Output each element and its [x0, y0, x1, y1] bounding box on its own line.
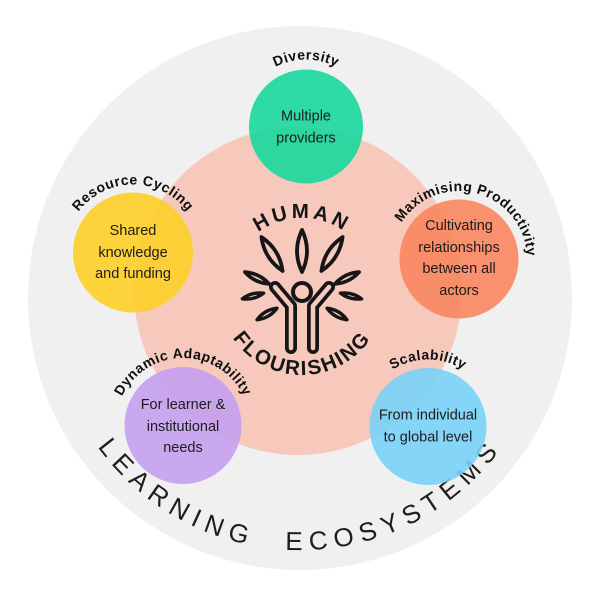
tree-leaves — [240, 228, 364, 322]
leaf — [333, 270, 361, 286]
person-left-arm-inner — [272, 284, 294, 351]
leaf — [243, 270, 271, 286]
leaf — [325, 306, 349, 322]
leaf — [259, 235, 285, 273]
tree-person-icon — [240, 228, 364, 354]
person-right-arm-inner — [310, 284, 332, 351]
circle-resource-cycling — [73, 192, 193, 313]
leaf — [240, 291, 266, 301]
text-diversity: Multiple providers — [276, 108, 336, 147]
leaf — [338, 291, 364, 301]
leaf — [255, 306, 279, 322]
leaf — [319, 235, 345, 273]
text-dynamic-adaptability: For learner & institutional needs — [140, 396, 226, 456]
circle-maximising-productivity — [399, 199, 519, 319]
circle-diversity — [249, 69, 363, 184]
text-maximising-productivity: Cultivating relationships between all ac… — [418, 218, 500, 299]
label-diversity-text: Diversity — [270, 46, 341, 69]
circle-scalability — [369, 368, 487, 485]
person-head — [291, 281, 313, 303]
text-scalability: From individual to global level — [378, 407, 478, 446]
person-figure — [269, 281, 335, 354]
text-resource-cycling: Shared knowledge and funding — [95, 222, 171, 282]
label-diversity: Diversity — [270, 46, 342, 69]
circle-dynamic-adaptability — [124, 367, 242, 484]
leaf — [295, 228, 309, 274]
